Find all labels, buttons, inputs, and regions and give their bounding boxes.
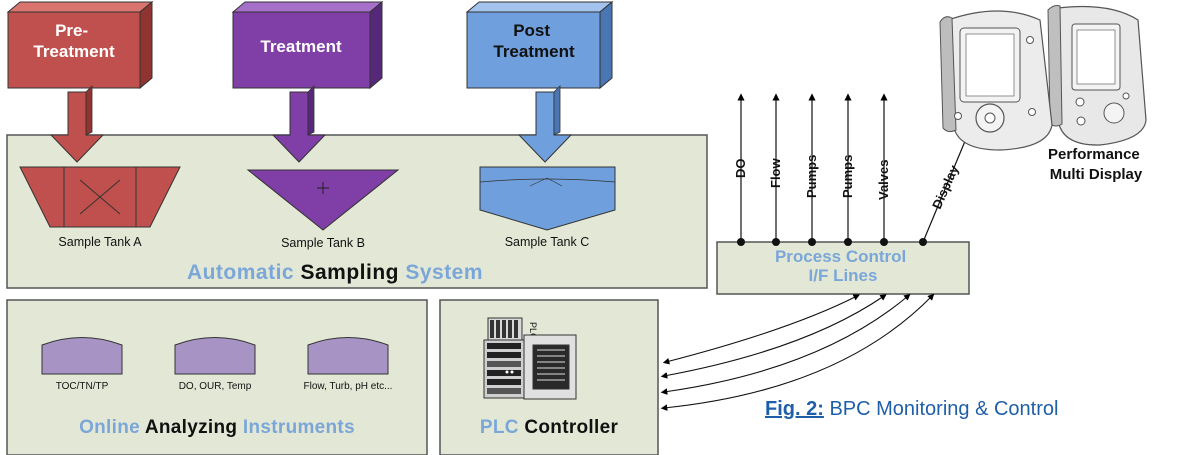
post-treatment-block: Post Treatment [465, 0, 614, 90]
online-instruments-panel [6, 299, 428, 455]
post-treatment-line2: Treatment [493, 42, 575, 61]
plc-word-controller: Controller [524, 417, 618, 438]
tank-b-label: Sample Tank B [281, 236, 365, 250]
treatment-block: Treatment [231, 0, 384, 90]
process-control-label: Process Control I/F Lines [775, 247, 911, 285]
signal-label-flow: Flow [768, 158, 783, 188]
online-word-analyzing: Analyzing [145, 417, 237, 438]
online-word-instruments: Instruments [243, 417, 355, 438]
display-device-back [1047, 5, 1147, 146]
process-control-line2: I/F Lines [809, 266, 878, 285]
plc-rack-tag: PLC [528, 322, 538, 340]
figure-caption-text: BPC Monitoring & Control [823, 398, 1059, 420]
signal-dots [737, 238, 927, 246]
plc-controller-title: PLC Controller [480, 417, 619, 438]
post-treatment-line1: Post [513, 21, 550, 40]
signal-label-do: DO [733, 159, 748, 179]
treatment-arrow [271, 85, 327, 163]
instrument-3-label: Flow, Turb, pH etc... [304, 381, 393, 392]
signal-lines [737, 93, 980, 243]
tank-c-label: Sample Tank C [505, 235, 590, 249]
process-control-line1: Process Control [775, 247, 906, 266]
instrument-1 [41, 337, 123, 375]
figure-caption: Fig. 2: BPC Monitoring & Control [765, 398, 1058, 421]
tank-a-label: Sample Tank A [58, 235, 142, 249]
performance-display-label: Performance Multi Display [1048, 146, 1144, 183]
post-treatment-arrow [517, 85, 573, 163]
sampling-system-title: Automatic Sampling System [187, 261, 483, 284]
sample-tank-b [246, 169, 400, 231]
instrument-3 [307, 337, 389, 375]
signal-label-pumps-2: Pumps [840, 155, 855, 198]
treatment-label: Treatment [260, 37, 342, 56]
performance-display-line1: Performance [1048, 146, 1140, 163]
sampling-word-automatic: Automatic [187, 261, 294, 284]
figure-caption-label: Fig. 2: [765, 398, 824, 420]
pre-treatment-line1: Pre- [55, 21, 88, 40]
pre-treatment-label: Pre- Treatment [33, 21, 115, 61]
plc-rack-icon: PLC [483, 317, 577, 400]
sample-tank-a [19, 166, 181, 228]
plc-word-plc: PLC [480, 417, 519, 438]
pre-treatment-arrow [49, 85, 105, 163]
instrument-2 [174, 337, 256, 375]
sample-tank-c [479, 166, 616, 231]
performance-display-line2: Multi Display [1050, 166, 1143, 183]
instrument-2-label: DO, OUR, Temp [179, 381, 252, 392]
online-word-online: Online [79, 417, 140, 438]
process-control-box [716, 241, 970, 295]
instrument-1-label: TOC/TN/TP [56, 381, 109, 392]
pre-treatment-block: Pre- Treatment [6, 0, 154, 90]
signal-label-valves: Valves [876, 160, 891, 201]
post-treatment-label: Post Treatment [493, 21, 575, 61]
sampling-word-system: System [405, 261, 483, 284]
pre-treatment-line2: Treatment [33, 42, 115, 61]
sampling-word-sampling: Sampling [300, 261, 399, 284]
online-instruments-title: Online Analyzing Instruments [79, 417, 355, 438]
signal-label-pumps-1: Pumps [804, 155, 819, 198]
plc-link-lines [660, 293, 935, 411]
display-device-front [939, 10, 1053, 151]
signal-label-display: Display [929, 162, 962, 211]
